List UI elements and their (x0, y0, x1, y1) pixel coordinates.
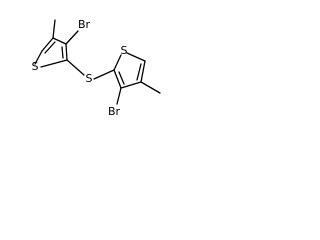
left-thiophene-ring (34, 19, 85, 76)
bond-left-c3-br (65, 30, 79, 45)
bond-right-c4-methyl (140, 81, 161, 94)
bond-left-c5-c4 (41, 37, 54, 52)
bond-left-c3-c2-double (61, 46, 64, 59)
atom-br-left: Br (78, 18, 91, 31)
bond-left-c2-s (40, 59, 68, 68)
bond-right-c3-c2-double (118, 71, 125, 85)
atom-s-left: S (32, 60, 39, 73)
bond-left-c5-c4-double (44, 41, 56, 54)
atom-s-bridge: S (86, 72, 93, 85)
bond-left-c4-methyl (52, 19, 56, 39)
bond-left-s-c5 (34, 50, 43, 65)
bond-right-c5-c4-double (136, 63, 142, 81)
bond-right-c3-br (116, 87, 122, 105)
atom-s-right: S (121, 44, 128, 57)
bond-bridge-right-c2 (93, 69, 115, 80)
right-thiophene-ring (93, 52, 161, 105)
molecule-structure: S Br S S Br (32, 18, 161, 118)
bond-left-c3-c2 (65, 43, 68, 61)
bond-right-c4-c3 (120, 81, 142, 89)
bond-left-c4-c3 (52, 37, 67, 45)
bond-right-c5-c4 (140, 60, 146, 83)
bond-right-c3-c2 (113, 69, 122, 89)
bond-right-s-c5 (126, 52, 146, 62)
bond-right-c2-s (113, 54, 122, 71)
atom-br-right: Br (108, 105, 121, 118)
bond-left-c2-bridge (66, 59, 85, 76)
